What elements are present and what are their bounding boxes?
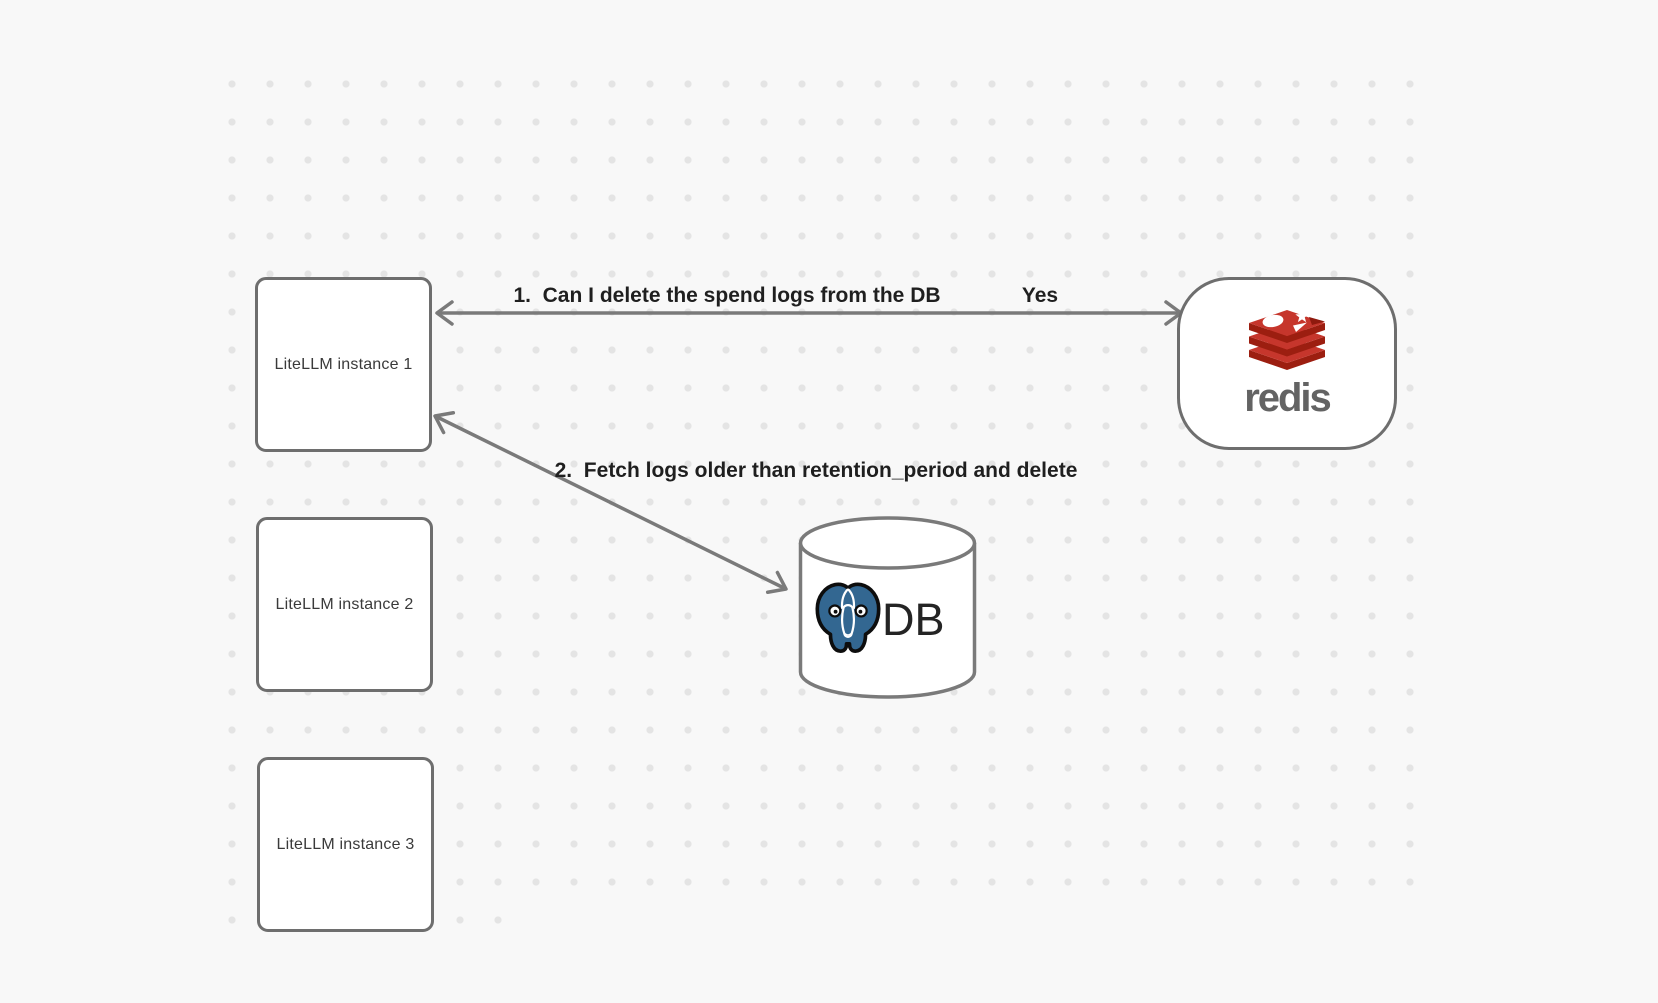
redis-logo-icon	[1249, 310, 1325, 370]
node-label: LiteLLM instance 2	[275, 595, 414, 613]
arrow1-label[interactable]: 1. Can I delete the spend logs from the …	[513, 284, 941, 307]
node-redis[interactable]: redis	[1177, 277, 1397, 450]
node-litellm-instance-3[interactable]: LiteLLM instance 3	[257, 757, 434, 932]
node-litellm-instance-1[interactable]: LiteLLM instance 1	[255, 277, 432, 452]
postgresql-elephant-icon	[815, 582, 881, 653]
redis-wordmark: redis	[1244, 376, 1332, 420]
arrow-litellm1-db[interactable]	[433, 411, 788, 594]
arrow2-label[interactable]: 2. Fetch logs older than retention_perio…	[554, 459, 1078, 482]
node-litellm-instance-2[interactable]: LiteLLM instance 2	[256, 517, 433, 692]
arrow1-response-label[interactable]: Yes	[1021, 284, 1059, 307]
db-label: DB	[882, 593, 945, 645]
node-label: LiteLLM instance 1	[274, 355, 413, 373]
node-label: LiteLLM instance 3	[276, 835, 415, 853]
node-db[interactable]: DB	[797, 515, 978, 700]
